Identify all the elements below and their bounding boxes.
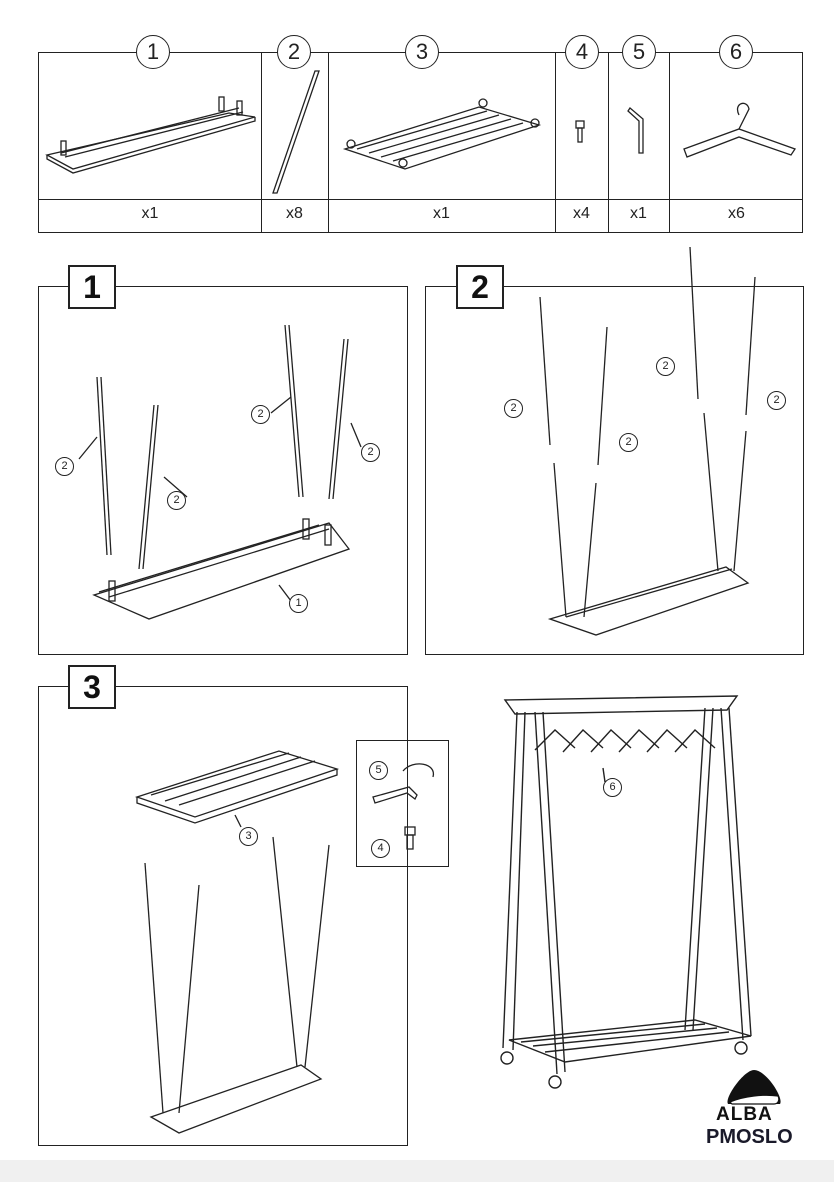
allen-key-illustration <box>627 107 644 154</box>
callout: 2 <box>361 443 380 462</box>
callout: 2 <box>504 399 523 418</box>
callout: 2 <box>767 391 786 410</box>
step-1-panel: 2 2 2 2 1 <box>38 286 408 655</box>
callout: 4 <box>371 839 390 858</box>
bolt-illustration <box>575 120 585 143</box>
part-quantity: x4 <box>573 205 590 222</box>
step-2-label: 2 <box>456 265 504 309</box>
hanger-illustration <box>683 102 797 158</box>
callout: 3 <box>239 827 258 846</box>
assembled-rack-illustration <box>500 695 752 1089</box>
callout: 1 <box>289 594 308 613</box>
divider <box>39 199 802 200</box>
pole-illustration <box>272 70 320 194</box>
parts-illustrations <box>45 70 797 194</box>
callout: 6 <box>603 778 622 797</box>
step-3-illustration <box>134 750 340 1134</box>
part-quantity: x1 <box>141 205 159 222</box>
callout: 2 <box>55 457 74 476</box>
callout: 5 <box>369 761 388 780</box>
parts-table: 1 2 3 4 5 6 x1 x8 x1 x4 x1 x6 <box>38 35 803 233</box>
alba-logo-icon <box>727 1070 781 1105</box>
tools-inset: 5 4 <box>356 740 449 867</box>
part-number: 1 <box>136 35 170 69</box>
callout: 2 <box>656 357 675 376</box>
part-number: 5 <box>622 35 656 69</box>
part-number: 4 <box>565 35 599 69</box>
product-name: PMOSLO <box>706 1126 793 1148</box>
step-2-illustration <box>539 246 756 636</box>
part-quantity: x8 <box>286 205 303 222</box>
divider <box>669 53 670 232</box>
inset-illustration <box>372 763 434 850</box>
part-quantity: x1 <box>433 205 450 222</box>
step-1-illustration <box>78 324 362 620</box>
part-number: 6 <box>719 35 753 69</box>
divider <box>555 53 556 232</box>
part-quantity: x6 <box>728 205 745 222</box>
step-2-panel: 2 2 2 2 <box>425 246 804 655</box>
brand-logo-text: ALBA <box>716 1104 773 1125</box>
divider <box>261 53 262 232</box>
base-illustration <box>45 96 256 174</box>
callout: 2 <box>619 433 638 452</box>
callout: 2 <box>167 491 186 510</box>
part-number: 2 <box>277 35 311 69</box>
step-3-panel: 3 <box>38 686 408 1146</box>
part-quantity: x1 <box>630 205 647 222</box>
callout: 2 <box>251 405 270 424</box>
shelf-illustration <box>342 98 542 170</box>
step-1-label: 1 <box>68 265 116 309</box>
part-number: 3 <box>405 35 439 69</box>
page-bottom-strip <box>0 1160 834 1182</box>
divider <box>608 53 609 232</box>
step-3-label: 3 <box>68 665 116 709</box>
divider <box>328 53 329 232</box>
